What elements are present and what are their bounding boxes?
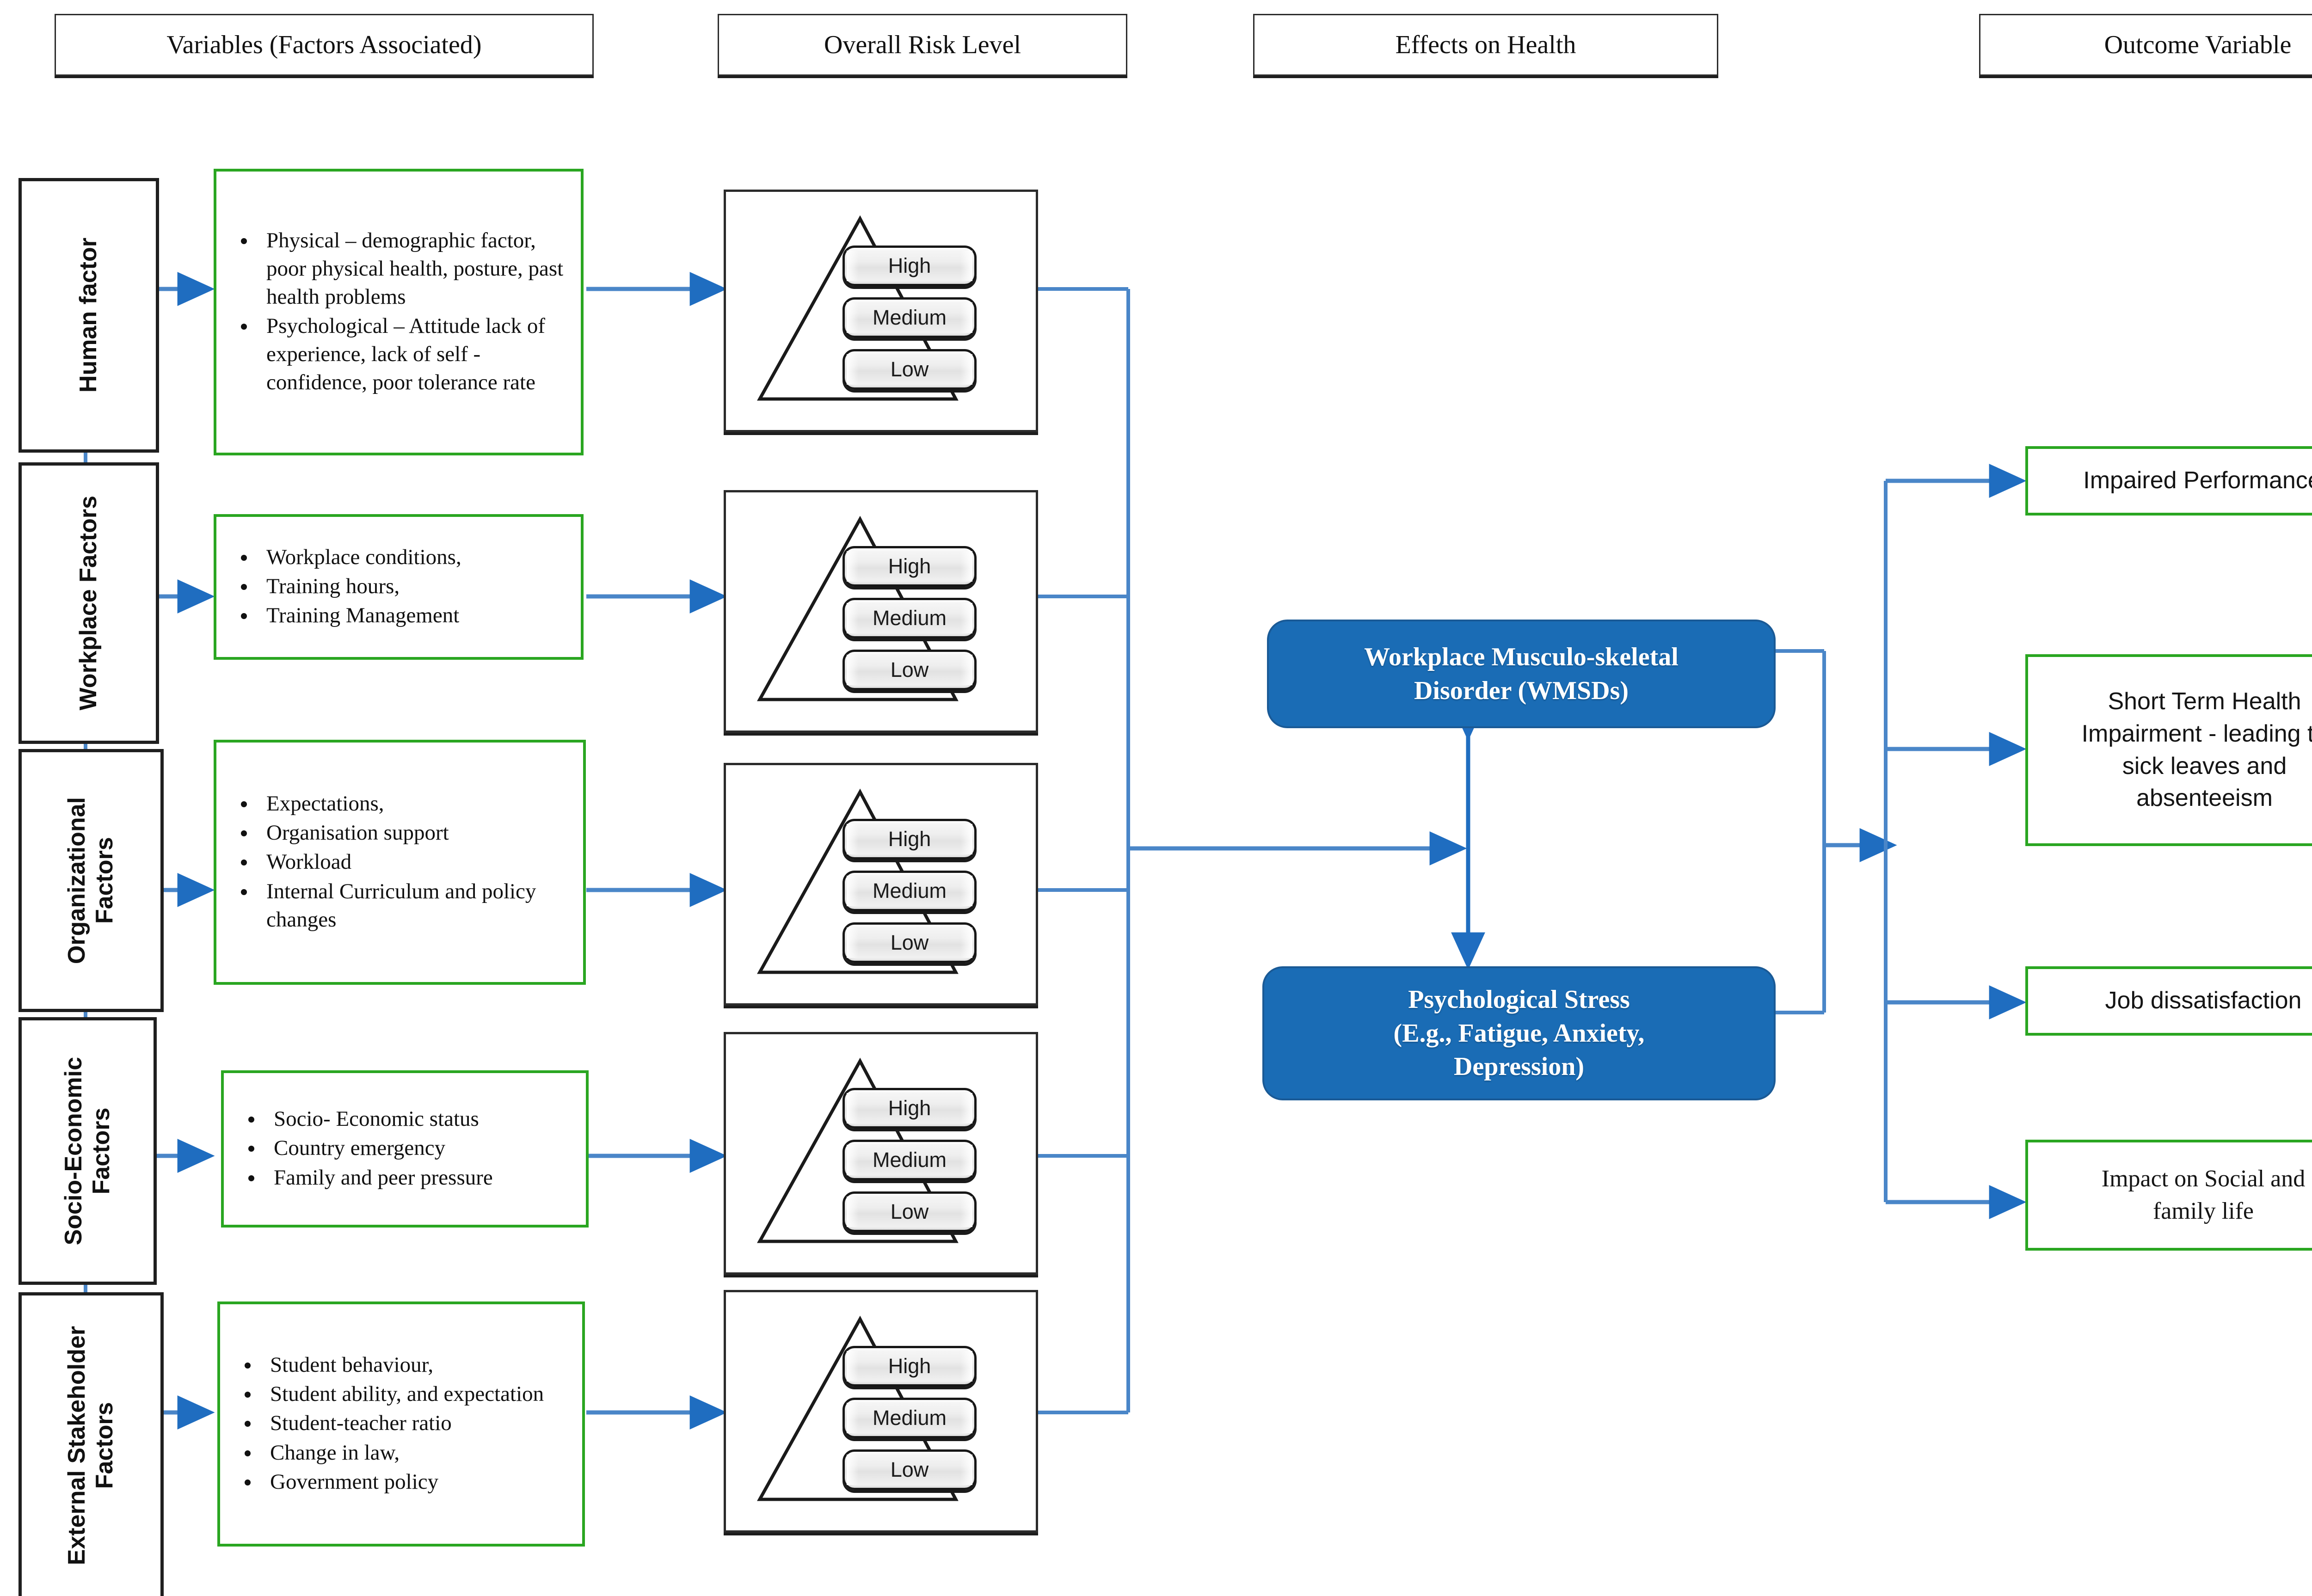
bullet-list: Physical – demographic factor, poor phys…: [216, 227, 581, 398]
header-outcome-variable: Outcome Variable: [1979, 14, 2312, 76]
risk-level-medium[interactable]: Medium: [842, 1398, 977, 1438]
list-item: Student behaviour,: [260, 1351, 544, 1379]
factor-box-socio-economic-factors[interactable]: Socio-Economic Factors: [18, 1017, 157, 1285]
risk-pyramid-human-factor[interactable]: High Medium Low: [724, 190, 1038, 432]
list-item: Organisation support: [256, 819, 573, 847]
list-item: Socio- Economic status: [264, 1105, 493, 1133]
outcome-label: Short Term Health Impairment - leading t…: [2081, 688, 2312, 812]
factor-box-organizational-factors[interactable]: Organizational Factors: [18, 749, 164, 1012]
health-effect-psychological-stress[interactable]: Psychological Stress (E.g., Fatigue, Anx…: [1262, 966, 1776, 1100]
variables-list-organizational-factors[interactable]: Expectations, Organisation support Workl…: [214, 740, 586, 985]
risk-level-label: High: [888, 1096, 931, 1120]
risk-level-medium[interactable]: Medium: [842, 297, 977, 338]
risk-level-label: Low: [890, 658, 929, 681]
outcome-job-dissatisfaction[interactable]: Job dissatisfaction: [2025, 966, 2312, 1036]
risk-level-label: High: [888, 554, 931, 578]
header-variables: Variables (Factors Associated): [55, 14, 594, 76]
list-item: Family and peer pressure: [264, 1164, 493, 1192]
variables-list-external-stakeholder-factors[interactable]: Student behaviour, Student ability, and …: [217, 1301, 585, 1547]
risk-level-label: High: [888, 254, 931, 277]
outcome-label: Impact on Social and family life: [2101, 1166, 2306, 1224]
list-item: Government policy: [260, 1468, 544, 1496]
risk-level-low[interactable]: Low: [842, 922, 977, 963]
risk-level-label: High: [888, 827, 931, 851]
risk-pyramid-external-stakeholder-factors[interactable]: High Medium Low: [724, 1290, 1038, 1533]
bullet-list: Student behaviour, Student ability, and …: [220, 1351, 554, 1497]
list-item: Workplace conditions,: [256, 543, 461, 571]
risk-level-high[interactable]: High: [842, 246, 977, 286]
risk-level-high[interactable]: High: [842, 1346, 977, 1387]
outcome-impact-social-family-life[interactable]: Impact on Social and family life: [2025, 1140, 2312, 1251]
risk-level-label: High: [888, 1354, 931, 1378]
factor-label: Workplace Factors: [75, 496, 102, 711]
risk-level-low[interactable]: Low: [842, 349, 977, 390]
bullet-list: Expectations, Organisation support Workl…: [216, 790, 583, 934]
factor-label: Human factor: [75, 238, 102, 393]
list-item: Student-teacher ratio: [260, 1409, 544, 1437]
risk-level-low[interactable]: Low: [842, 650, 977, 690]
outcome-label: Impaired Performance: [2083, 467, 2312, 494]
outcome-label: Job dissatisfaction: [2105, 987, 2302, 1014]
header-effects-health: Effects on Health: [1253, 14, 1718, 76]
list-item: Workload: [256, 848, 573, 876]
risk-level-label: Low: [890, 1200, 929, 1223]
factor-box-workplace-factors[interactable]: Workplace Factors: [18, 462, 159, 744]
outcome-short-term-health-impairment[interactable]: Short Term Health Impairment - leading t…: [2025, 654, 2312, 846]
factor-label: External Stakeholder Factors: [63, 1326, 118, 1565]
risk-level-high[interactable]: High: [842, 1088, 977, 1129]
list-item: Expectations,: [256, 790, 573, 818]
factor-box-human-factor[interactable]: Human factor: [18, 178, 159, 453]
risk-level-high[interactable]: High: [842, 819, 977, 859]
bullet-list: Socio- Economic status Country emergency…: [224, 1105, 503, 1192]
risk-level-low[interactable]: Low: [842, 1449, 977, 1490]
risk-pyramid-workplace-factors[interactable]: High Medium Low: [724, 490, 1038, 733]
risk-level-label: Low: [890, 931, 929, 954]
risk-level-high[interactable]: High: [842, 546, 977, 587]
risk-level-label: Medium: [872, 306, 947, 329]
risk-level-label: Medium: [872, 606, 947, 630]
list-item: Change in law,: [260, 1439, 544, 1467]
risk-level-medium[interactable]: Medium: [842, 871, 977, 911]
list-item: Psychological – Attitude lack of experie…: [256, 312, 571, 397]
header-label: Overall Risk Level: [824, 31, 1021, 59]
factor-box-external-stakeholder-factors[interactable]: External Stakeholder Factors: [18, 1292, 164, 1596]
list-item: Student ability, and expectation: [260, 1380, 544, 1408]
variables-list-workplace-factors[interactable]: Workplace conditions, Training hours, Tr…: [214, 514, 584, 660]
variables-list-human-factor[interactable]: Physical – demographic factor, poor phys…: [214, 169, 584, 455]
header-label: Variables (Factors Associated): [166, 31, 482, 59]
variables-list-socio-economic-factors[interactable]: Socio- Economic status Country emergency…: [221, 1070, 589, 1228]
health-effect-wmsds[interactable]: Workplace Musculo-skeletal Disorder (WMS…: [1267, 620, 1776, 728]
list-item: Physical – demographic factor, poor phys…: [256, 227, 571, 311]
risk-pyramid-socio-economic-factors[interactable]: High Medium Low: [724, 1032, 1038, 1275]
header-risk-level: Overall Risk Level: [718, 14, 1127, 76]
factor-label: Socio-Economic Factors: [60, 1056, 115, 1246]
header-label: Outcome Variable: [2104, 31, 2292, 59]
risk-level-label: Low: [890, 357, 929, 381]
list-item: Internal Curriculum and policy changes: [256, 878, 573, 934]
bullet-list: Workplace conditions, Training hours, Tr…: [216, 543, 472, 631]
risk-level-medium[interactable]: Medium: [842, 598, 977, 638]
list-item: Country emergency: [264, 1134, 493, 1162]
outcome-impaired-performance[interactable]: Impaired Performance: [2025, 446, 2312, 516]
risk-level-label: Medium: [872, 1406, 947, 1430]
header-label: Effects on Health: [1395, 31, 1576, 59]
risk-level-label: Low: [890, 1458, 929, 1481]
list-item: Training Management: [256, 602, 461, 630]
list-item: Training hours,: [256, 572, 461, 601]
risk-level-label: Medium: [872, 879, 947, 902]
risk-level-label: Medium: [872, 1148, 947, 1172]
risk-level-medium[interactable]: Medium: [842, 1140, 977, 1180]
health-effect-label: Psychological Stress (E.g., Fatigue, Anx…: [1393, 985, 1645, 1081]
risk-pyramid-organizational-factors[interactable]: High Medium Low: [724, 763, 1038, 1006]
factor-label: Organizational Factors: [63, 797, 118, 964]
health-effect-label: Workplace Musculo-skeletal Disorder (WMS…: [1364, 642, 1679, 705]
risk-level-low[interactable]: Low: [842, 1191, 977, 1232]
